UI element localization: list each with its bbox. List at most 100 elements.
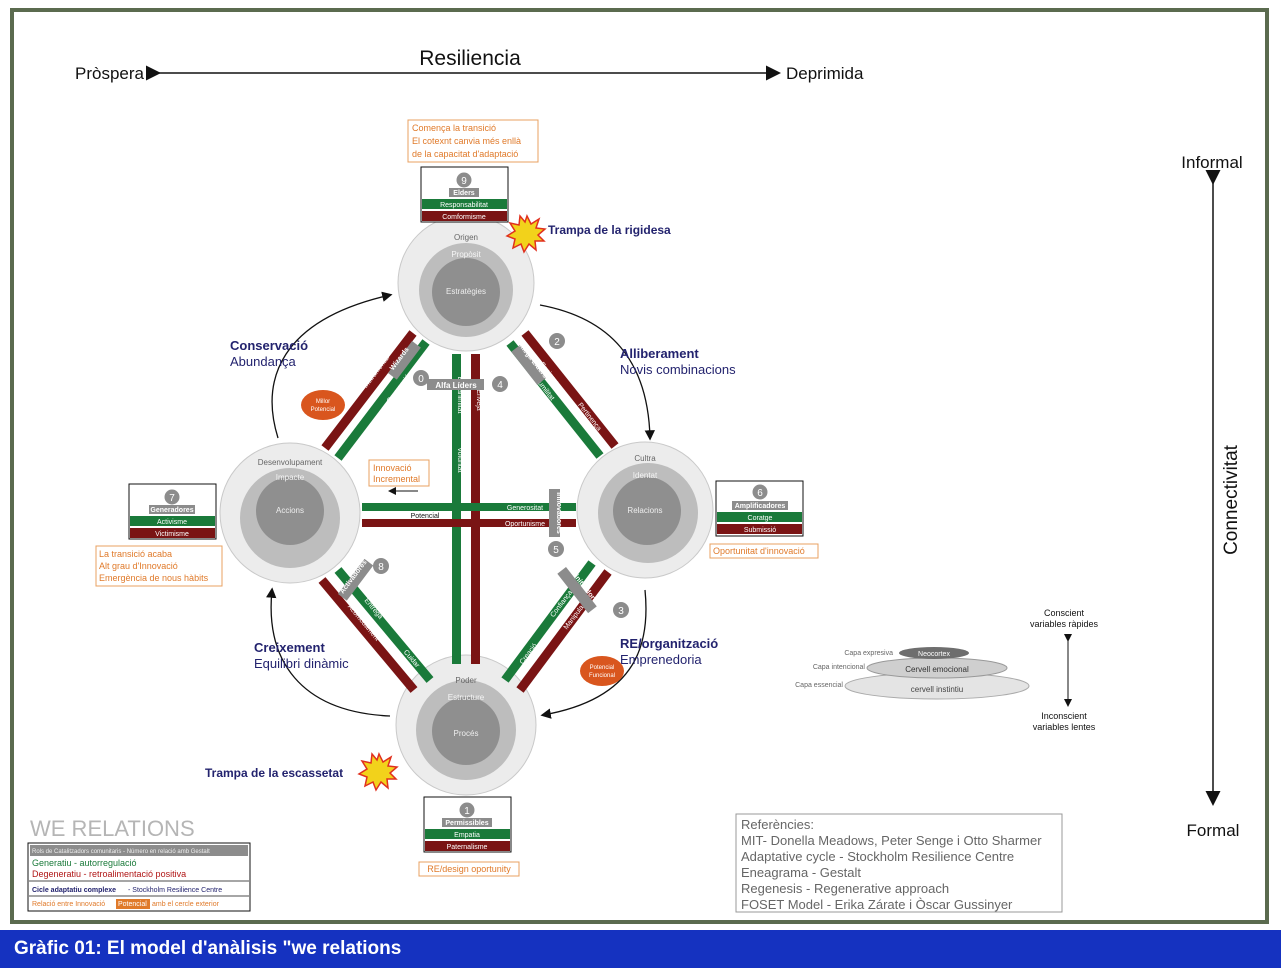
card-7-name: Generadores: [150, 507, 193, 514]
legend-row3a: Cicle adaptatiu complexe: [32, 887, 116, 894]
brain-bottom-line2: variables lentes: [1033, 722, 1096, 732]
layer-intencional-label: Capa intencional: [813, 664, 866, 671]
phase-creixement-title: Creixement: [254, 640, 325, 655]
card-9-red: Comformisme: [442, 214, 486, 221]
phase-alliberament-sub: Novis combinacions: [620, 362, 736, 377]
circle-left: Desenvolupament Impacte Accions: [219, 442, 361, 584]
circle-top-inner: Estratègies: [446, 287, 486, 296]
legend-row1: Rols de Catalitzadors comunitaris - Núme…: [32, 849, 210, 855]
beam-label-h-mid: Potencial: [411, 513, 440, 520]
phase-alliberament-title: Alliberament: [620, 346, 699, 361]
reference-item: MIT- Donella Meadows, Peter Senge i Otto…: [741, 833, 1042, 848]
legend: WE RELATIONS Rols de Catalitzadors comun…: [27, 816, 251, 912]
beam-label-v-green2: Voluntat: [456, 447, 463, 472]
deprimida-label: Deprimida: [786, 64, 864, 83]
card-6-num: 6: [757, 488, 763, 499]
circle-left-inner: Accions: [276, 506, 304, 515]
role-r8-num: 8: [378, 562, 384, 573]
oval-millor-line1: Millor: [316, 399, 330, 405]
card-1-green: Empatia: [454, 832, 480, 839]
beam-label-h-red: Oportunisme: [505, 521, 545, 528]
role-r2-num: 2: [554, 337, 560, 348]
note-top: Comença la transició El cotexnt canvia m…: [407, 119, 539, 163]
circle-top-outer: Origen: [454, 233, 478, 242]
reference-item: Adaptative cycle - Stockholm Resilience …: [741, 849, 1014, 864]
note-left-line3: Emergència de nous hàbits: [99, 573, 209, 583]
oval-millor-potencial: Millor Potencial: [301, 390, 345, 420]
legend-row2b: Degeneratiu - retroalimentació positiva: [32, 869, 186, 879]
cycle-arrow-reorganitzacio: [540, 589, 647, 719]
prospera-label: Pròspera: [75, 64, 145, 83]
role-r0: Wizards 0: [388, 341, 429, 386]
oval-funcional-line2: Funcional: [589, 673, 615, 679]
legend-row4c: amb el cercle exterior: [152, 901, 220, 908]
beam-label-v-green: Equanimitat: [456, 377, 463, 414]
oval-millor-line2: Potencial: [311, 407, 336, 413]
beam-label-br-green: Confiança: [550, 589, 575, 618]
card-9: 9 Elders Responsabilitat Comformisme: [420, 166, 509, 223]
phase-conservacio-sub: Abundança: [230, 354, 297, 369]
circle-right: Cultra Identat Relacions: [576, 441, 714, 579]
legend-row4a: Relació entre Innovació: [32, 901, 105, 908]
legend-row2a: Generatiu - autorregulació: [32, 858, 137, 868]
phase-reorganitzacio-title: RE/organització: [620, 636, 718, 651]
note-top-line2: El cotexnt canvia més enllà: [412, 136, 521, 146]
brain-bottom-line1: Inconscient: [1041, 711, 1087, 721]
resilience-title: Resiliencia: [419, 47, 521, 70]
beam-tl-red: [321, 330, 417, 451]
card-7-green: Activisme: [157, 519, 187, 526]
card-6-green: Coratge: [748, 515, 773, 522]
card-1: 1 Permissibles Empatia Paternalisme: [423, 796, 512, 853]
layer-essencial-label: Capa essencial: [795, 682, 843, 689]
burst-icon: [357, 752, 399, 792]
references-title: Referències:: [741, 817, 814, 832]
beam-br-red: [516, 569, 612, 693]
note-left-line1: La transició acaba: [99, 549, 172, 559]
role-r5-name: Innovadores: [555, 492, 562, 534]
brain-top-line2: variables ràpides: [1030, 619, 1099, 629]
note-left: La transició acaba Alt grau d'Innovació …: [95, 545, 223, 587]
circle-right-outer: Cultra: [634, 454, 656, 463]
beam-bl-red: [318, 577, 418, 693]
card-9-green: Responsabilitat: [440, 202, 488, 209]
phase-creixement-sub: Equilibri dinàmic: [254, 656, 349, 671]
card-1-num: 1: [464, 806, 470, 817]
card-7: 7 Generadores Activisme Victimisme: [128, 483, 217, 540]
role-r4-name: Alfa Líders: [435, 381, 477, 390]
figure-caption: Gràfic 01: El model d'anàlisis "we relat…: [0, 930, 1281, 968]
references: Referències: MIT- Donella Meadows, Peter…: [735, 813, 1063, 913]
circle-bottom-inner: Procés: [454, 729, 479, 738]
connectivitat-label: Connectivitat: [1221, 444, 1242, 555]
note-right: Oportunitat d'innovació: [709, 543, 819, 559]
cycle-arrow-conservacio: [271, 291, 393, 439]
circle-bottom: Poder Estructure Procés: [395, 654, 537, 796]
circle-right-inner: Relacions: [627, 506, 662, 515]
legend-title: WE RELATIONS: [30, 816, 195, 841]
note-innovacio-line1: Innovació: [373, 463, 412, 473]
card-9-num: 9: [461, 176, 467, 187]
note-innovacio-line2: Incremental: [373, 474, 420, 484]
beams: [318, 330, 619, 693]
trap-bottom: Trampa de la escassetat: [205, 752, 399, 792]
circle-bottom-mid: Estructure: [448, 693, 485, 702]
role-r0-num: 0: [418, 374, 424, 385]
role-r4: Alfa Líders 4: [427, 376, 508, 392]
card-6-red: Submissió: [744, 527, 776, 534]
cycle-arrow-creixement: [266, 587, 391, 717]
note-innovacio: Innovació Incremental: [368, 459, 430, 495]
card-9-name: Elders: [453, 190, 475, 197]
note-left-line2: Alt grau d'Innovació: [99, 561, 178, 571]
circle-bottom-outer: Poder: [455, 676, 477, 685]
layer-intencional-name: Cervell emocional: [905, 665, 969, 674]
card-7-red: Victimisme: [155, 531, 189, 538]
cycle-arrow-alliberament: [539, 304, 655, 441]
oval-funcional-line1: Potencial: [590, 665, 615, 671]
note-top-line3: de la capacitat d'adaptació: [412, 149, 518, 159]
card-6-name: Amplificadores: [735, 503, 786, 510]
trap-bottom-label: Trampa de la escassetat: [205, 766, 343, 780]
role-r4-num: 4: [497, 380, 503, 391]
circle-left-outer: Desenvolupament: [258, 458, 323, 467]
brain-top-line1: Conscient: [1044, 608, 1085, 618]
role-r3-num: 3: [618, 606, 624, 617]
